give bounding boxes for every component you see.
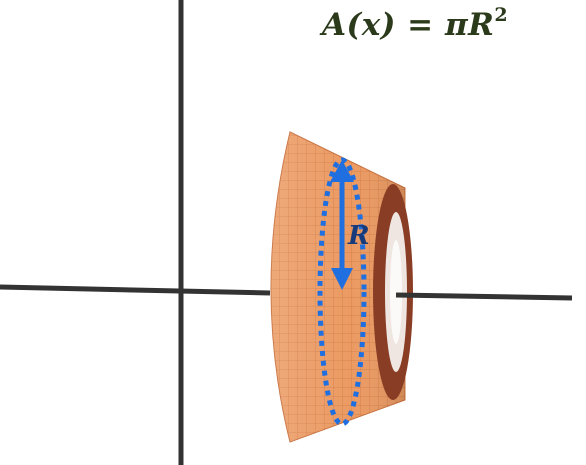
formula-exponent: 2: [494, 4, 509, 26]
area-formula: A(x) = πR2: [322, 4, 508, 43]
radius-label: R: [347, 221, 370, 251]
x-axis-left: [0, 284, 271, 296]
up-down-arrow-icon: [330, 160, 354, 290]
formula-lhs: A(x): [322, 7, 396, 43]
x-axis-right: [395, 292, 573, 301]
formula-rhs-base: πR: [444, 7, 495, 43]
frustum-solid: [270, 131, 413, 443]
formula-equals: =: [407, 7, 434, 43]
